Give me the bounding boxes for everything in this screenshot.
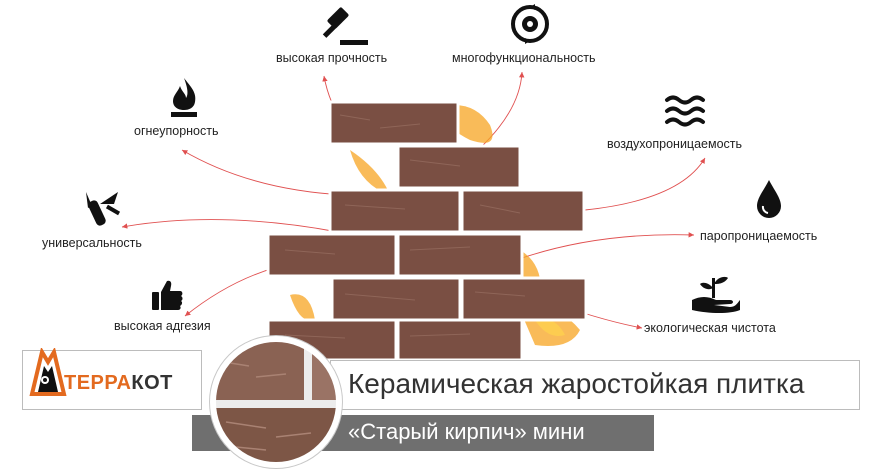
fireproof-label: огнеупорность [134, 124, 219, 138]
cat-logo-icon [29, 348, 67, 396]
arrow-vapor [521, 232, 695, 259]
gavel-icon [322, 7, 368, 45]
vapor-label: паропроницаемость [700, 229, 818, 243]
breathable-label: воздухопроницаемость [607, 137, 743, 151]
arrow-fireproof [181, 149, 346, 196]
brand-logo: ТЕРРАКОТ [64, 372, 173, 395]
brick-closeup-image [210, 336, 342, 468]
thumbs-up-icon [152, 280, 183, 310]
flame-icon [171, 78, 197, 117]
closeup-texture [216, 342, 336, 462]
universal-label: универсальность [42, 236, 142, 250]
brand-part2: КОТ [131, 372, 173, 394]
strength-label: высокая прочность [276, 51, 388, 65]
arrow-breathable [584, 157, 706, 211]
arrow-universal [121, 219, 339, 233]
title-box [330, 360, 860, 410]
eco-label: экологическая чистота [644, 321, 776, 335]
adhesion-label: высокая адгезия [114, 319, 211, 333]
product-subtitle: «Старый кирпич» мини [348, 419, 585, 444]
gear-cycle-icon [511, 4, 549, 44]
waves-icon [665, 95, 705, 127]
multitool-icon [86, 192, 121, 226]
plant-hand-icon [692, 276, 740, 313]
product-title: Керамическая жаростойкая плитка [348, 368, 805, 399]
brand-part1: ТЕРРА [64, 372, 132, 394]
drop-icon [757, 180, 781, 218]
multifunctional-label: многофункциональность [452, 51, 596, 65]
